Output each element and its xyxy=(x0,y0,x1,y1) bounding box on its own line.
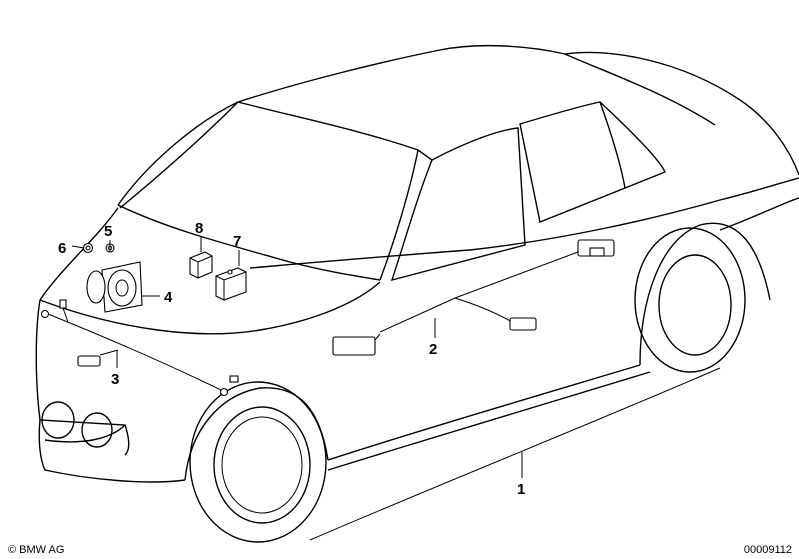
bracket-8 xyxy=(189,251,213,279)
callout-3: 3 xyxy=(111,371,119,388)
callout-4: 4 xyxy=(164,289,173,306)
nut-6 xyxy=(82,242,94,254)
callout-8: 8 xyxy=(195,220,203,237)
module-7 xyxy=(215,267,247,301)
copyright-label: © BMW AG xyxy=(8,544,64,556)
callout-6: 6 xyxy=(58,240,66,257)
callout-2: 2 xyxy=(429,341,437,358)
speaker-4 xyxy=(86,261,143,313)
callout-1: 1 xyxy=(517,481,525,498)
callout-7: 7 xyxy=(233,233,241,250)
callout-5: 5 xyxy=(104,223,112,240)
cable-3 xyxy=(40,299,239,397)
car-outline xyxy=(35,44,799,543)
leader-lines xyxy=(71,236,523,478)
wiring-harness-2 xyxy=(332,239,615,356)
diagram-number: 00009112 xyxy=(744,544,792,556)
